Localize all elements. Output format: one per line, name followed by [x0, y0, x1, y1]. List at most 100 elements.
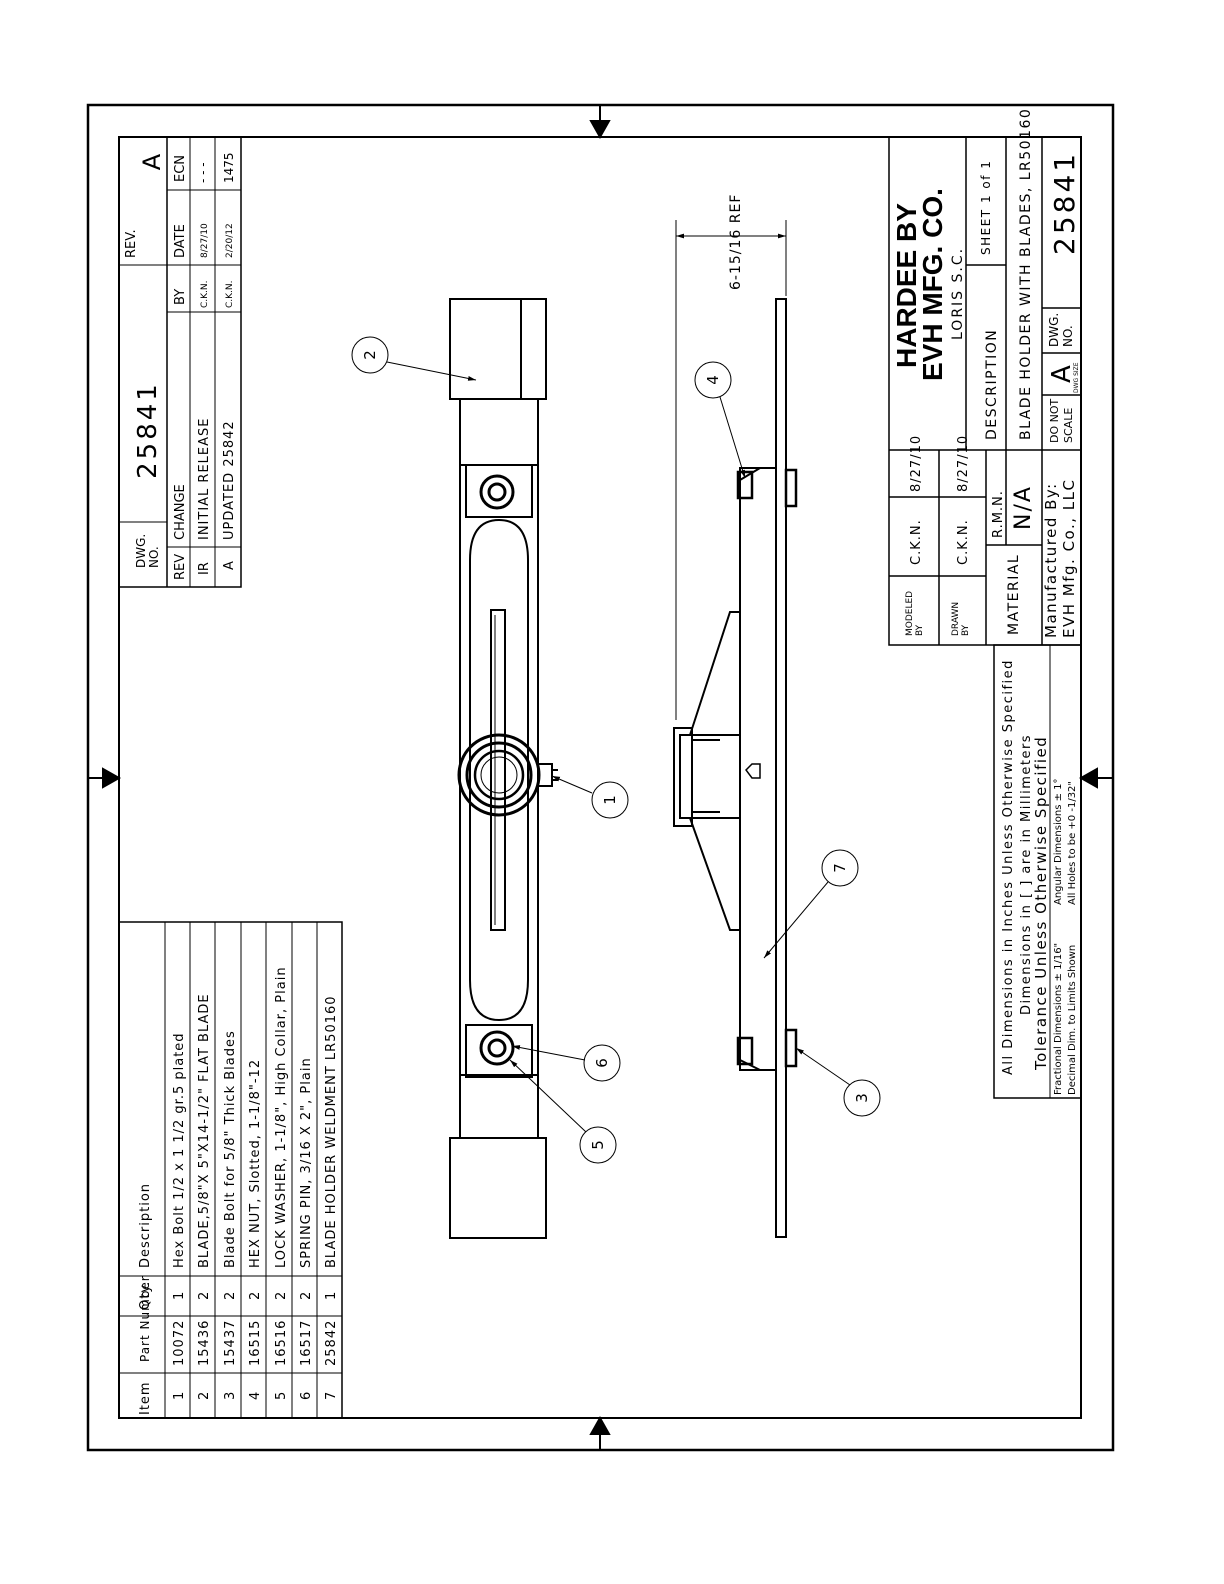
bom-desc: HEX NUT, Slotted, 1-1/8"-12	[248, 1059, 263, 1268]
bom-col-description: Description	[138, 1183, 153, 1268]
bom-desc: LOCK WASHER, 1-1/8", High Collar, Plain	[274, 966, 289, 1268]
material-label: MATERIAL	[1006, 554, 1022, 635]
modeled-by-label-1: MODELED	[905, 591, 915, 636]
bom-item: 6	[299, 1391, 314, 1400]
rev-row2-ecn: 1475	[222, 152, 236, 183]
bom-part: 16515	[248, 1320, 263, 1366]
balloon-5: 5	[589, 1140, 607, 1150]
do-not-scale-line2: SCALE	[1062, 408, 1075, 443]
bom-col-item: Item	[138, 1381, 153, 1415]
bom-item: 1	[172, 1391, 187, 1400]
title-block	[888, 136, 1082, 646]
rev-col-ecn: ECN	[173, 155, 188, 182]
rev-row2-change: UPDATED 25842	[222, 420, 237, 540]
bom-col-qty: Qty.	[138, 1281, 153, 1310]
rev-col-rev: REV	[173, 554, 188, 580]
dimension-ref	[675, 220, 787, 720]
bom-qty: 1	[172, 1291, 187, 1300]
rev-row1-date: 8/27/10	[200, 223, 210, 258]
drawn-by: C.K.N.	[956, 519, 971, 565]
blade-top	[449, 298, 547, 400]
rev-col-change: CHANGE	[173, 484, 188, 540]
company-name-1: HARDEE BY	[891, 203, 922, 368]
title-block-text: HARDEE BY EVH MFG. CO. LORIS S.C. DESCRI…	[891, 108, 1081, 638]
rev-value: A	[138, 153, 166, 170]
bom-qty: 2	[274, 1291, 289, 1300]
rev-row1-by: C.K.N.	[200, 280, 210, 308]
rev-row2-date: 2/20/12	[225, 223, 235, 258]
bom-desc: BLADE,5/8"X 5"X14-1/2" FLAT BLADE	[197, 993, 212, 1268]
balloon-1: 1	[601, 795, 619, 805]
drawn-by-label-2: BY	[961, 624, 971, 636]
bom-part: 16517	[299, 1320, 314, 1366]
modeled-date: 8/27/10	[909, 435, 924, 492]
dimension-text: 6-15/16 REF	[728, 194, 744, 290]
note-holes: All Holes to be +0 -1/32"	[1067, 781, 1078, 905]
bom-qty: 1	[324, 1291, 339, 1300]
drawn-date: 8/27/10	[956, 435, 971, 492]
rev-row1-ecn: - - -	[196, 162, 210, 183]
company-name-2: EVH MFG. CO.	[917, 188, 948, 381]
blade-bottom	[449, 1137, 547, 1239]
side-view	[673, 298, 798, 1238]
bom-item: 3	[223, 1391, 238, 1400]
notes-block: All Dimensions in Inches Unless Otherwis…	[993, 644, 1082, 1099]
bom-desc: BLADE HOLDER WELDMENT LR50160	[324, 995, 339, 1268]
rev-row1-rev: IR	[197, 562, 212, 575]
modeled-by-label-2: BY	[915, 624, 925, 636]
balloon-3: 3	[853, 1093, 871, 1103]
balloons	[351, 336, 881, 1164]
top-view	[449, 298, 558, 1239]
bom-qty: 2	[299, 1291, 314, 1300]
do-not-scale-line1: DO NOT	[1048, 398, 1061, 443]
center-marks	[88, 105, 1113, 1450]
dwg-size-label: DWG SIZE	[1073, 362, 1080, 393]
description-label: DESCRIPTION	[984, 329, 1000, 440]
note-decimal: Decimal Dim. to Limits Shown	[1067, 945, 1078, 1095]
bom-desc: Blade Bolt for 5/8" Thick Blades	[223, 1030, 238, 1268]
note-line-3: Tolerance Unless Otherwise Specified	[1032, 736, 1050, 1071]
rev-row2-rev: A	[222, 561, 237, 570]
manufactured-by-1: Manufactured By:	[1042, 482, 1060, 638]
company-location: LORIS S.C.	[950, 247, 966, 340]
bom-item: 7	[324, 1391, 339, 1400]
balloon-7: 7	[831, 863, 849, 873]
bom-qty: 2	[248, 1291, 263, 1300]
note-line-2: Dimensions in [ ] are in Millimeters	[1019, 734, 1034, 1015]
rev-dwg-no: 25841	[133, 381, 163, 479]
balloon-2: 2	[361, 350, 379, 360]
balloon-4: 4	[704, 375, 722, 385]
dwg-number: 25841	[1048, 151, 1081, 255]
bom-item: 2	[197, 1391, 212, 1400]
dwg-size: A	[1047, 365, 1077, 383]
rev-dwg-no-label: DWG.NO.	[134, 534, 161, 568]
rmn-label: R.M.N.	[991, 490, 1006, 538]
rmn-value: N/A	[1011, 485, 1036, 530]
bom-item: 5	[274, 1391, 289, 1400]
bom-desc: Hex Bolt 1/2 x 1 1/2 gr.5 plated	[172, 1032, 187, 1268]
dwg-no-label-line2: NO.	[1061, 325, 1075, 347]
drawn-by-label-1: DRAWN	[951, 602, 961, 636]
rev-label: REV.	[124, 229, 139, 258]
bom-part: 15437	[223, 1320, 238, 1366]
sheet-number: SHEET 1 of 1	[979, 160, 993, 255]
rev-col-by: BY	[173, 289, 188, 305]
balloon-6: 6	[593, 1058, 611, 1068]
bom-qty: 2	[223, 1291, 238, 1300]
revision-block: DWG.NO. 25841 REV. A REV CHANGE BY DATE …	[118, 136, 242, 588]
bom-qty: 2	[197, 1291, 212, 1300]
bom-part: 25842	[324, 1320, 339, 1366]
rev-row1-change: INITIAL RELEASE	[197, 418, 212, 541]
description-value: BLADE HOLDER WITH BLADES, LR50160	[1018, 108, 1034, 440]
bom-col-part: Part Number	[138, 1275, 152, 1362]
bill-of-materials: Item Part Number Qty. Description 1 1007…	[118, 921, 343, 1419]
bom-desc: SPRING PIN, 3/16 X 2", Plain	[299, 1057, 314, 1268]
bom-item: 4	[248, 1391, 263, 1400]
manufactured-by-2: EVH Mfg. Co., LLC	[1060, 479, 1078, 638]
note-angular: Angular Dimensions ± 1°	[1053, 778, 1064, 905]
rev-row2-by: C.K.N.	[225, 280, 235, 308]
bom-part: 10072	[172, 1320, 187, 1366]
rev-col-date: DATE	[173, 224, 188, 258]
modeled-by: C.K.N.	[909, 519, 924, 565]
